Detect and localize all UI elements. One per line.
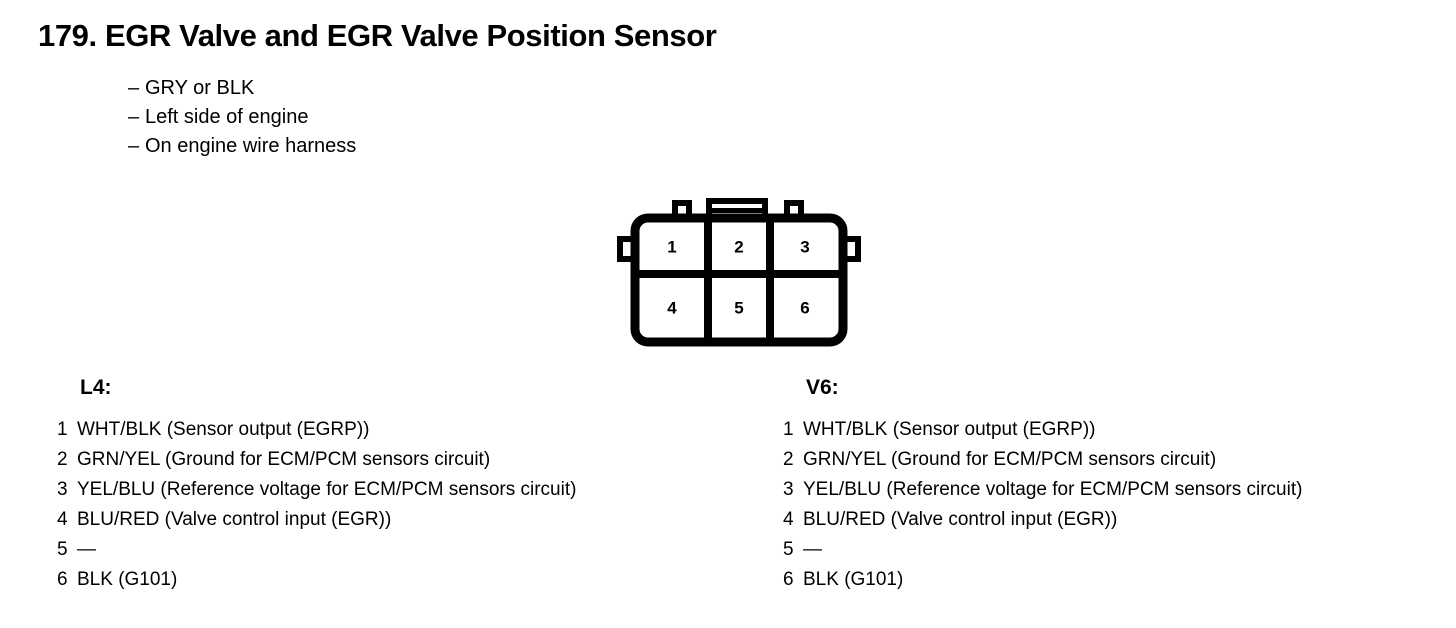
pin-row: 6 BLK (G101) — [57, 565, 576, 595]
description-bullet-list: –GRY or BLK –Left side of engine –On eng… — [128, 74, 356, 161]
pin-index: 1 — [783, 419, 794, 441]
bullet-dash-icon: – — [128, 77, 140, 99]
bullet-text: GRY or BLK — [145, 77, 255, 99]
pin-index: 5 — [57, 539, 68, 561]
connector-pin-3: 3 — [800, 237, 809, 256]
pinout-column-l4: L4: 1 WHT/BLK (Sensor output (EGRP)) 2 GRN… — [57, 376, 576, 595]
pin-description: YEL/BLU (Reference voltage for ECM/PCM s… — [77, 479, 577, 501]
connector-diagram: 1 2 3 4 5 6 — [610, 192, 868, 350]
pin-row: 5— — [783, 535, 1302, 565]
pin-index: 6 — [57, 569, 68, 591]
connector-body-outline — [630, 213, 848, 347]
pin-row: 1 WHT/BLK (Sensor output (EGRP)) — [57, 415, 576, 445]
pin-description: WHT/BLK (Sensor output (EGRP)) — [77, 419, 370, 441]
pin-description: — — [803, 539, 822, 561]
pin-index: 2 — [783, 449, 794, 471]
connector-pin-5: 5 — [734, 298, 743, 317]
connector-pin-2: 2 — [734, 237, 743, 256]
pin-index: 3 — [57, 479, 68, 501]
pin-description: GRN/YEL (Ground for ECM/PCM sensors circ… — [803, 449, 1217, 471]
pin-row: 3 YEL/BLU (Reference voltage for ECM/PCM … — [57, 475, 576, 505]
bullet-text: Left side of engine — [145, 106, 309, 128]
page-title: 179. EGR Valve and EGR Valve Position Se… — [38, 18, 717, 53]
pin-index: 2 — [57, 449, 68, 471]
pin-description: BLK (G101) — [803, 569, 904, 591]
pin-description: BLK (G101) — [77, 569, 178, 591]
pin-description: YEL/BLU (Reference voltage for ECM/PCM s… — [803, 479, 1303, 501]
pin-row: 4 BLU/RED (Valve control input (EGR)) — [783, 505, 1302, 535]
list-item: –Left side of engine — [128, 103, 356, 132]
pin-index: 1 — [57, 419, 68, 441]
column-heading-l4: L4: — [80, 376, 112, 399]
bullet-dash-icon: – — [128, 135, 140, 157]
bullet-text: On engine wire harness — [145, 135, 357, 157]
pin-description: WHT/BLK (Sensor output (EGRP)) — [803, 419, 1096, 441]
list-item: –On engine wire harness — [128, 132, 356, 161]
pin-row: 6 BLK (G101) — [783, 565, 1302, 595]
pin-row: 3 YEL/BLU (Reference voltage for ECM/PCM … — [783, 475, 1302, 505]
connector-pin-4: 4 — [667, 298, 677, 317]
pin-description: BLU/RED (Valve control input (EGR)) — [77, 509, 392, 531]
column-heading-v6: V6: — [806, 376, 839, 399]
pinout-column-v6: V6: 1 WHT/BLK (Sensor output (EGRP)) 2 GRN… — [783, 376, 1302, 595]
pin-description: BLU/RED (Valve control input (EGR)) — [803, 509, 1118, 531]
pin-index: 6 — [783, 569, 794, 591]
pin-list-v6: 1 WHT/BLK (Sensor output (EGRP)) 2 GRN/YEL… — [783, 415, 1302, 595]
pin-index: 3 — [783, 479, 794, 501]
list-item: –GRY or BLK — [128, 74, 356, 103]
pin-row: 2 GRN/YEL (Ground for ECM/PCM sensors cir… — [57, 445, 576, 475]
connector-pin-6: 6 — [800, 298, 809, 317]
pin-index: 4 — [57, 509, 68, 531]
pin-description: GRN/YEL (Ground for ECM/PCM sensors circ… — [77, 449, 491, 471]
pin-row: 2 GRN/YEL (Ground for ECM/PCM sensors cir… — [783, 445, 1302, 475]
pin-index: 5 — [783, 539, 794, 561]
pin-list-l4: 1 WHT/BLK (Sensor output (EGRP)) 2 GRN/YEL… — [57, 415, 576, 595]
pin-row: 4 BLU/RED (Valve control input (EGR)) — [57, 505, 576, 535]
connector-pin-1: 1 — [667, 237, 676, 256]
pin-row: 5— — [57, 535, 576, 565]
pin-index: 4 — [783, 509, 794, 531]
pin-description: — — [77, 539, 96, 561]
pin-row: 1 WHT/BLK (Sensor output (EGRP)) — [783, 415, 1302, 445]
bullet-dash-icon: – — [128, 106, 140, 128]
